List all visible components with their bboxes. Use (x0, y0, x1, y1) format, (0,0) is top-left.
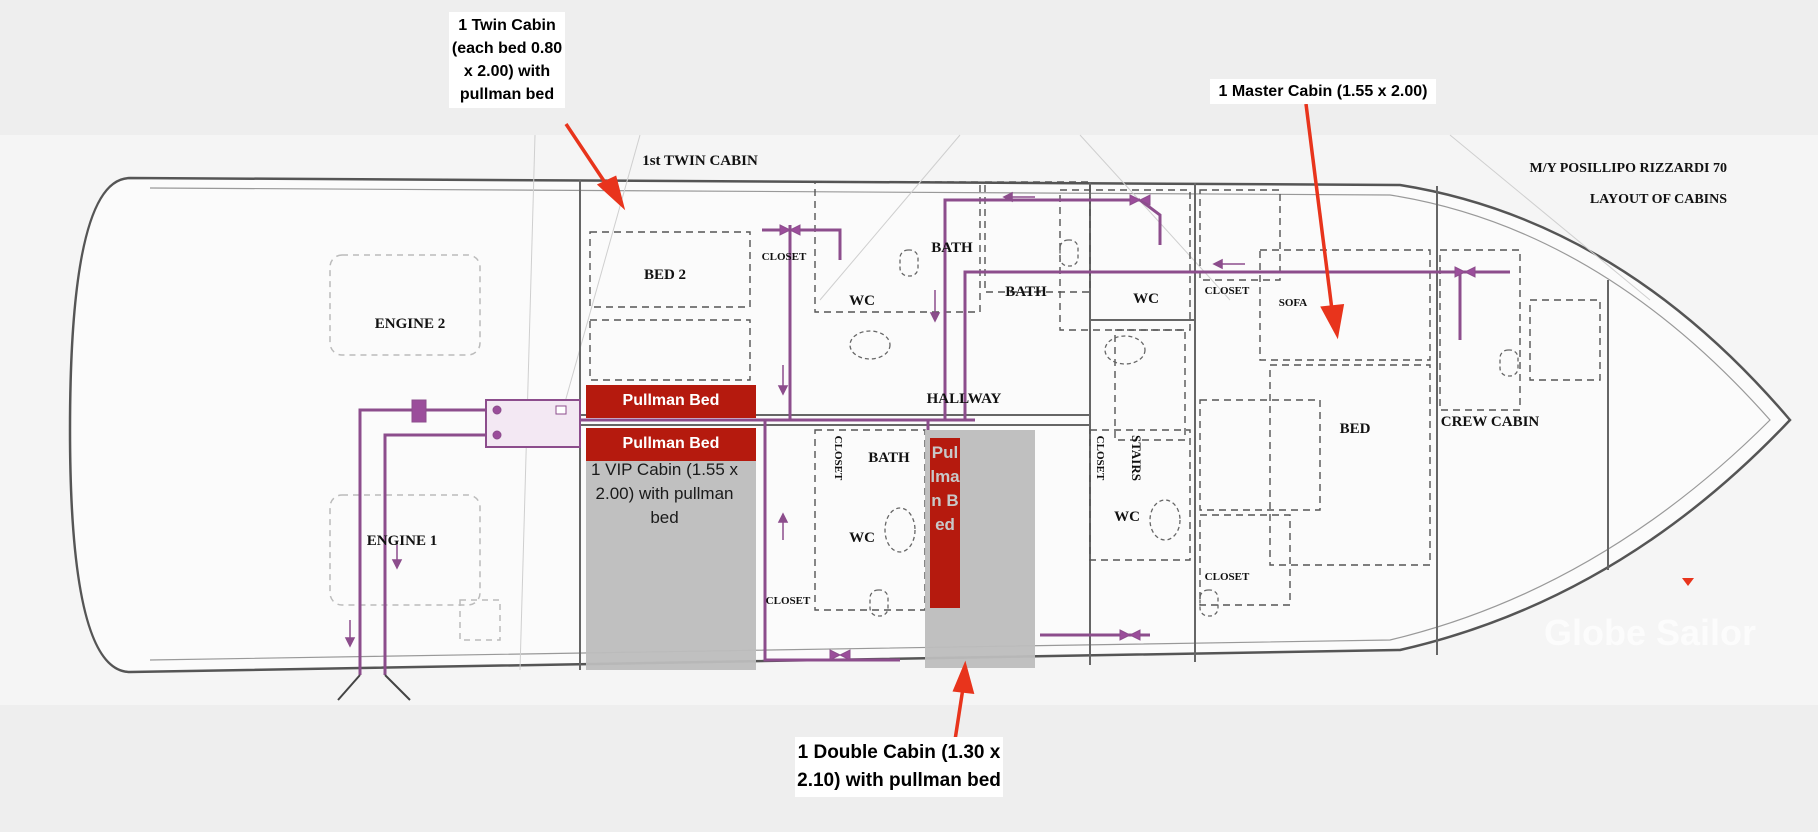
valve-symbols (411, 194, 1476, 661)
room-label-engine1: ENGINE 1 (367, 533, 437, 549)
room-label-closet: CLOSET (766, 595, 811, 607)
room-label-hallway: HALLWAY (927, 391, 1002, 407)
room-label-wc: WC (1133, 291, 1159, 307)
plan-subtitle: LAYOUT OF CABINS (1590, 192, 1727, 207)
construction-lines (519, 134, 1651, 671)
room-label-bed: BED (1340, 421, 1371, 437)
room-label-bath: BATH (1005, 284, 1047, 300)
stern-struts (337, 674, 411, 701)
room-label-bath: BATH (931, 240, 973, 256)
double-callout-arrow (953, 687, 965, 741)
vip-cabin-label: 1 VIP Cabin (1.55 x 2.00) with pullman b… (590, 460, 739, 527)
room-label-engine2: ENGINE 2 (375, 316, 445, 332)
room-label-crew-cabin: CREW CABIN (1441, 414, 1540, 430)
room-label-closet: CLOSET (762, 251, 807, 263)
twin-cabin-callout: 1 Twin Cabin (each bed 0.80 x 2.00) with… (449, 12, 565, 108)
room-label-closet: CLOSET (1205, 285, 1250, 297)
room-label-sofa: SOFA (1279, 297, 1308, 309)
room-label-bath: BATH (868, 450, 910, 466)
flow-arrows (344, 191, 1245, 648)
room-label-bed2: BED 2 (644, 267, 686, 283)
room-label-wc: WC (849, 293, 875, 309)
room-label-closet: CLOSET (1094, 436, 1106, 481)
pullman-bed-vertical: Pullman Bed (930, 438, 960, 608)
pullman-bed-top: Pullman Bed (586, 385, 756, 418)
room-label-closet: CLOSET (1205, 571, 1250, 583)
twin-arrowhead (596, 175, 626, 211)
vip-cabin-overlay (586, 460, 756, 670)
room-label-closet: CLOSET (832, 436, 844, 481)
watermark-mark (1682, 578, 1694, 586)
pullman-bed-bottom: Pullman Bed (586, 428, 756, 461)
double-cabin-callout: 1 Double Cabin (1.30 x 2.10) with pullma… (795, 737, 1003, 797)
master-cabin-callout: 1 Master Cabin (1.55 x 2.00) (1210, 79, 1436, 104)
master-callout-arrow (1304, 103, 1334, 311)
room-label-twin-cabin: 1st TWIN CABIN (642, 153, 758, 169)
room-label-stairs: STAIRS (1129, 435, 1144, 481)
hull-inner-line (149, 187, 1771, 661)
room-label-wc: WC (1114, 509, 1140, 525)
watermark: Globe Sailor (1544, 612, 1756, 653)
engine-outlines (329, 254, 501, 641)
interior-partitions (589, 181, 1601, 611)
bathroom-fixtures (849, 239, 1519, 617)
callout-arrows (564, 103, 1345, 741)
room-label-wc: WC (849, 530, 875, 546)
twin-callout-arrow (564, 123, 612, 191)
double-arrowhead (952, 660, 975, 695)
master-arrowhead (1320, 304, 1345, 340)
plan-title: M/Y POSILLIPO RIZZARDI 70 (1530, 161, 1727, 176)
